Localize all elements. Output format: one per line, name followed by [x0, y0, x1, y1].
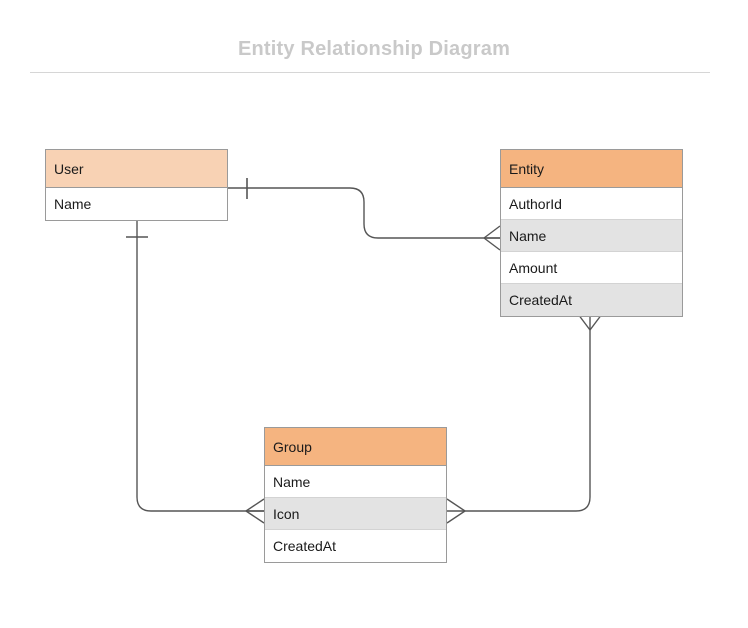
page-title: Entity Relationship Diagram: [237, 38, 511, 60]
entity-table-entity[interactable]: Entity AuthorId Name Amount CreatedAt: [500, 149, 683, 317]
relationship-user-entity[interactable]: [228, 178, 501, 251]
entity-table-user-attribute-name[interactable]: Name: [54, 196, 92, 212]
relationship-group-entity-path: [465, 330, 591, 512]
entity-table-user[interactable]: User Name: [45, 149, 228, 221]
crowsfoot-many-entity-left: [483, 225, 501, 251]
relationship-user-group-path: [136, 220, 264, 512]
entity-table-entity-header: Entity: [501, 150, 682, 188]
entity-table-group-header: Group: [265, 428, 446, 466]
entity-table-group[interactable]: Group Name Icon CreatedAt: [264, 427, 447, 563]
relationship-user-entity-path: [228, 187, 500, 239]
crowsfoot-many-group-right: [446, 498, 466, 524]
entity-table-entity-attribute-createdat[interactable]: CreatedAt: [501, 284, 682, 316]
entity-table-group-attribute-createdat[interactable]: CreatedAt: [273, 538, 337, 554]
relationship-user-group[interactable]: [126, 220, 265, 524]
entity-table-group-attribute-icon[interactable]: Icon: [265, 498, 446, 530]
relationship-group-entity[interactable]: [446, 313, 603, 524]
entity-table-entity-attribute-name[interactable]: Name: [501, 220, 682, 252]
entity-table-entity-attribute-amount[interactable]: Amount: [501, 252, 682, 284]
title-divider: [30, 72, 710, 73]
entity-table-entity-attribute-authorid[interactable]: AuthorId: [501, 188, 682, 220]
entity-table-user-header: User: [46, 150, 227, 188]
crowsfoot-many-group-left: [245, 498, 265, 524]
entity-table-group-attribute-name[interactable]: Name: [265, 466, 446, 498]
